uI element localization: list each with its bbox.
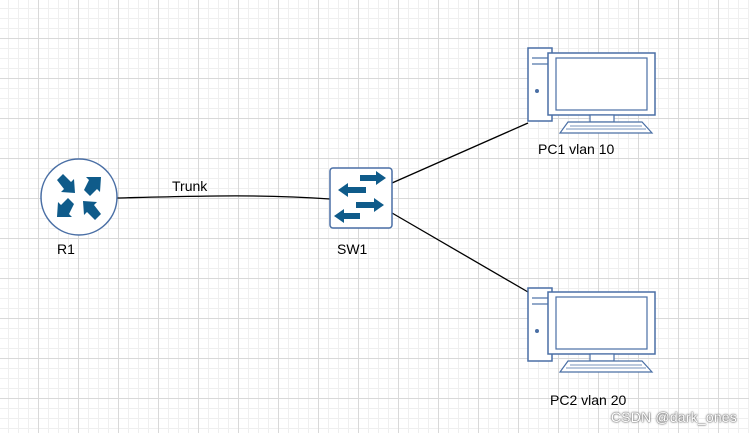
pc1-label: PC1 vlan 10 — [538, 141, 614, 157]
trunk-link-label: Trunk — [172, 178, 208, 194]
pc-pc1[interactable]: PC1 vlan 10 — [527, 47, 656, 157]
link-r1-sw1[interactable] — [116, 195, 331, 200]
router-icon — [40, 158, 118, 236]
pc-icon — [527, 47, 656, 134]
pc-icon — [527, 287, 656, 373]
pc2-label: PC2 vlan 20 — [550, 392, 626, 408]
pc-pc2[interactable]: PC2 vlan 20 — [527, 287, 656, 408]
switch-icon — [329, 167, 393, 229]
router-r1[interactable]: R1 — [40, 158, 118, 257]
switch-sw1[interactable]: SW1 — [329, 167, 393, 257]
router-label: R1 — [57, 241, 75, 257]
switch-label: SW1 — [337, 241, 368, 257]
link-sw1-pc2[interactable] — [391, 212, 529, 293]
watermark: CSDN @dark_ones — [610, 409, 737, 425]
link-sw1-pc1[interactable] — [391, 122, 529, 184]
